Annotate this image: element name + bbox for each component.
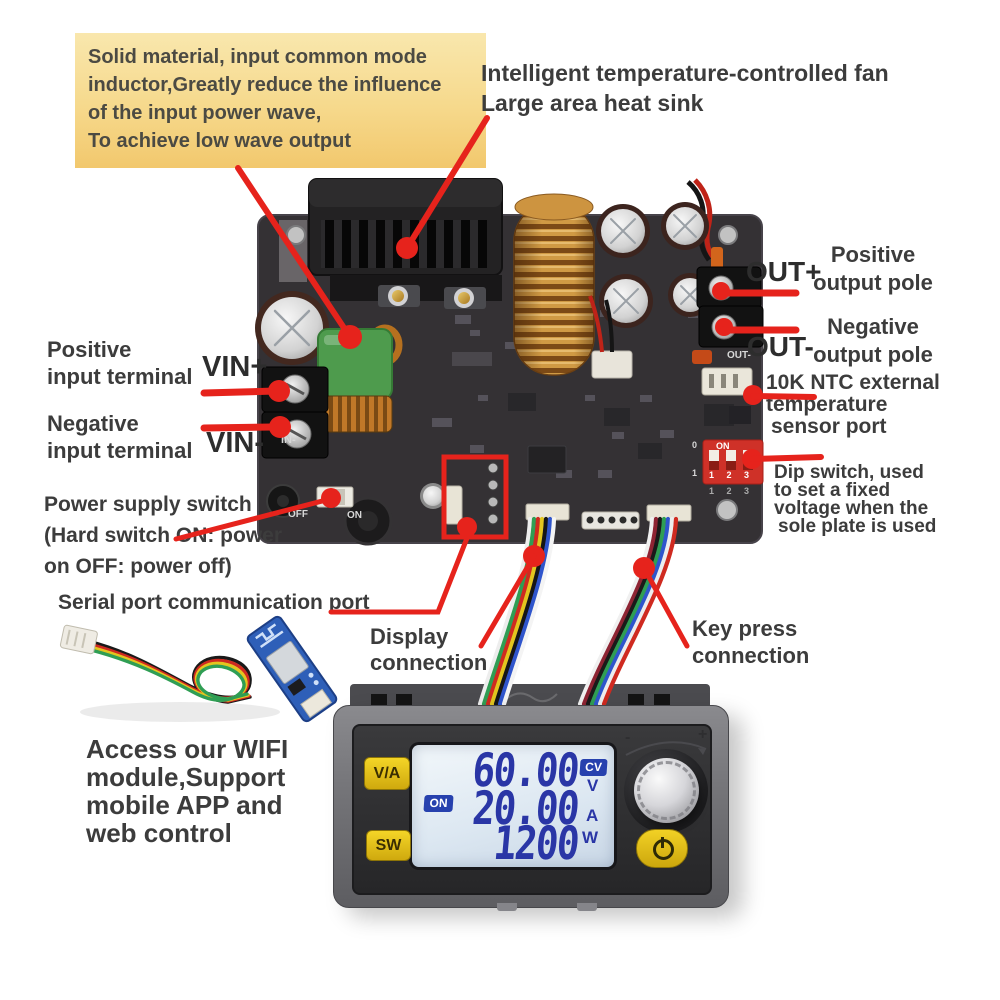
ntc-connector	[701, 367, 753, 396]
silk-off: OFF	[288, 509, 308, 520]
note-line: Solid material, input common mode	[88, 46, 427, 68]
display-wire-bundle	[477, 516, 557, 707]
power-button	[636, 829, 688, 868]
out-negative-note: Negative output pole	[800, 313, 946, 369]
dip-numbers: 1 2 3	[709, 470, 755, 480]
wifi-cable	[86, 639, 252, 704]
note-line: Positive	[830, 242, 916, 267]
voltage-unit: V	[587, 776, 599, 795]
silk-out-neg: OUT-	[727, 350, 751, 361]
knob-rotation-arc	[625, 741, 707, 756]
power-icon	[653, 837, 674, 860]
wifi-note: Access our WIFI module,Support mobile AP…	[86, 735, 288, 847]
note-line: Large area heat sink	[481, 90, 704, 116]
sw-button: SW	[366, 830, 411, 861]
fan-note: Intelligent temperature-controlled fan L…	[481, 58, 889, 118]
note-line: Negative	[827, 314, 919, 339]
bottom-connectors	[444, 295, 692, 530]
note-line: voltage when the	[774, 498, 929, 519]
silk-on: ON	[347, 510, 362, 521]
note-line: mobile APP and	[86, 790, 283, 820]
note-line: Key press	[692, 616, 798, 641]
dip-one: 1	[692, 468, 698, 478]
common-mode-inductor	[317, 324, 403, 433]
serial-port-note: Serial port communication port	[58, 591, 370, 614]
note-line: Positive	[47, 337, 132, 362]
smd-components	[432, 310, 751, 478]
lcd-power-value: 1200	[491, 816, 581, 870]
silk-in-neg: IN-	[281, 434, 296, 446]
ntc-note: 10K NTC external temperature sensor port	[766, 372, 940, 438]
vin-positive-note: Positive input terminal	[47, 336, 192, 390]
dip-zero: 0	[692, 440, 698, 450]
vin-positive-terminal-label: VIN+	[202, 351, 268, 383]
note-line: Access our WIFI	[86, 734, 289, 764]
note-line: output pole	[813, 270, 933, 295]
note-line: Negative	[47, 411, 139, 436]
dip-switch-note: Dip switch, used to set a fixed voltage …	[774, 462, 937, 537]
note-line: sensor port	[771, 415, 887, 438]
note-line: module,Support	[86, 762, 286, 792]
vin-negative-note: Negative input terminal	[47, 410, 192, 464]
module-bottom-tab	[497, 903, 517, 911]
on-badge: ON	[423, 795, 454, 812]
note-line: input terminal	[47, 438, 193, 463]
note-line: Dip switch, used	[774, 462, 924, 483]
note-line: sole plate is used	[778, 516, 937, 537]
toroid-inductor	[513, 193, 595, 376]
note-line: web control	[86, 818, 232, 848]
note-line: connection	[370, 650, 488, 675]
note-line: inductor,Greatly reduce the influence	[88, 74, 442, 96]
power-switch	[316, 486, 354, 508]
note-line: Power supply switch	[44, 493, 252, 516]
vin-negative-terminal-label: VIN-	[206, 427, 264, 459]
adjustment-knob	[634, 758, 699, 823]
note-line: temperature	[766, 393, 888, 416]
knob-plus-sign: +	[698, 726, 708, 743]
wifi-module	[246, 615, 338, 723]
cv-badge: CV	[579, 759, 608, 776]
out-negative-terminal-label: OUT-	[747, 331, 814, 362]
keypress-connection-note: Key press connection	[692, 615, 809, 669]
note-line: input terminal	[47, 364, 193, 389]
out-positive-note: Positive output pole	[800, 241, 946, 297]
module-bottom-tab	[577, 903, 597, 911]
dip-on-label: ON	[716, 441, 730, 451]
note-line: output pole	[813, 342, 933, 367]
power-switch-note: Power supply switch (Hard switch ON: pow…	[44, 489, 282, 582]
note-line: 10K NTC external	[766, 371, 940, 394]
cable-shadow	[80, 702, 280, 722]
keypress-wire-bundle	[577, 516, 679, 707]
note-line: to set a fixed	[774, 480, 891, 501]
note-line: (Hard switch ON: power	[44, 524, 283, 547]
note-line: Intelligent temperature-controlled fan	[481, 60, 889, 86]
wifi-cable-plug	[59, 624, 98, 655]
note-line: To achieve low wave output	[88, 130, 352, 152]
dip-numbers-board: 1 2 3	[709, 486, 755, 496]
display-connection-note: Display connection	[370, 624, 487, 676]
note-line: connection	[692, 643, 810, 668]
out-positive-terminal-label: OUT+	[746, 256, 822, 287]
knob-minus-sign: -	[625, 729, 631, 746]
current-unit: A	[586, 806, 599, 825]
note-line: on OFF: power off)	[44, 555, 232, 578]
va-button: V/A	[364, 757, 410, 790]
inductor-note: Solid material, input common mode induct…	[75, 33, 486, 168]
note-line: of the input power wave,	[88, 102, 322, 124]
power-unit: W	[582, 828, 599, 847]
note-line: Display	[370, 624, 449, 649]
